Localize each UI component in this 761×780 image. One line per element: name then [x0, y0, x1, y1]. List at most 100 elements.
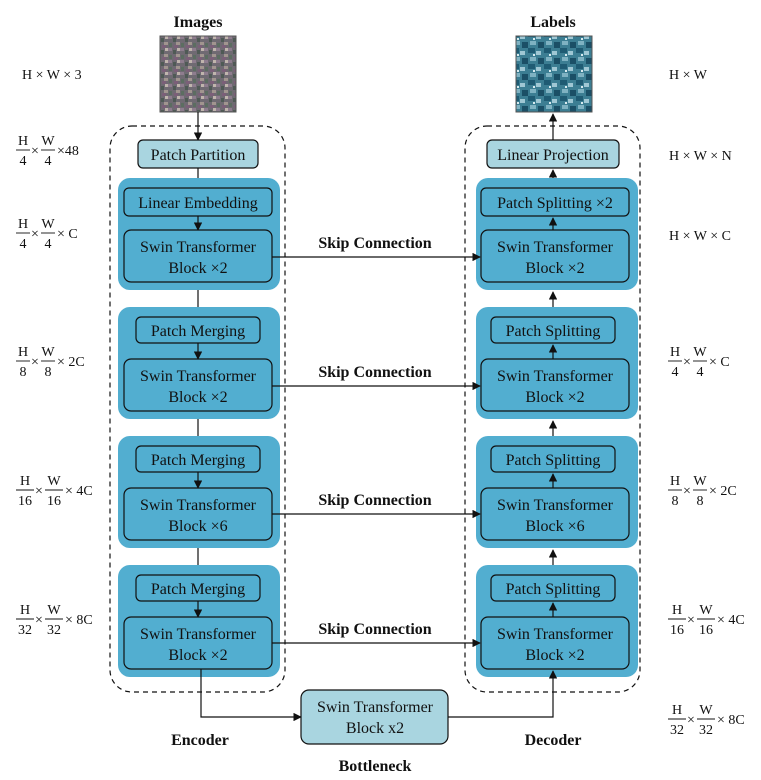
linear-embedding-label: Linear Embedding: [138, 195, 258, 212]
left-dim-2: H 4 × W 4 × C: [16, 217, 78, 252]
linear-projection-box: [486, 139, 620, 169]
right-dim-6-hd: 32: [670, 723, 684, 738]
decoder-swin-4-line2: Block ×2: [525, 647, 584, 664]
skip-label-4: Skip Connection: [318, 621, 431, 638]
patch-merging-label-3: Patch Merging: [151, 581, 245, 598]
bottleneck-line1: Swin Transformer: [317, 699, 434, 716]
patch-splitting-x2-box: [480, 187, 630, 217]
patch-partition-label: Patch Partition: [151, 147, 246, 164]
decoder-swin-2-line2: Block ×2: [525, 389, 584, 406]
decoder-swin-3-line2: Block ×6: [525, 518, 584, 535]
bottleneck-line2: Block x2: [346, 720, 404, 737]
decoder-swin-4-line1: Swin Transformer: [497, 626, 614, 643]
svg-text:×: ×: [35, 613, 43, 628]
left-dim-4-wd: 16: [47, 494, 61, 509]
decoder-swin-3-line1: Swin Transformer: [497, 497, 614, 514]
right-dim-6-tail: × 8C: [717, 713, 745, 728]
decoder-swin-2-line1: Swin Transformer: [497, 368, 614, 385]
left-dim-3-wd: 8: [45, 365, 52, 380]
right-dim-4-tail: × 2C: [709, 484, 737, 499]
left-dim-2-h: H: [18, 217, 28, 232]
left-dim-2-wd: 4: [45, 237, 52, 252]
left-dim-4: H 16 × W 16 × 4C: [16, 474, 93, 509]
right-dim-3-wd: 4: [697, 365, 704, 380]
right-dim-6-h: H: [672, 703, 682, 718]
right-dim-2: H × W × C: [669, 229, 731, 244]
right-dim-5-tail: × 4C: [717, 613, 745, 628]
decoder-label: Decoder: [525, 732, 582, 749]
right-dim-3: H 4 × W 4 × C: [668, 345, 730, 380]
bottleneck-to-decoder-arrow: [448, 670, 558, 718]
encoder-swin-1-line2: Block ×2: [168, 260, 227, 277]
left-dim-1-wd: 4: [45, 154, 52, 169]
right-dim-6-w: W: [699, 703, 713, 718]
left-dim-5-tail: × 8C: [65, 613, 93, 628]
left-dim-1-h: H: [18, 134, 28, 149]
encoder-swin-1-line1: Swin Transformer: [140, 239, 257, 256]
left-dim-5-h: H: [20, 603, 30, 618]
svg-text:×: ×: [35, 484, 43, 499]
svg-text:×: ×: [687, 613, 695, 628]
right-dim-6: H 32 × W 32 × 8C: [668, 703, 745, 738]
left-dim-1-tail: ×48: [57, 144, 79, 159]
left-dim-4-h: H: [20, 474, 30, 489]
images-title: Images: [174, 14, 223, 31]
right-dim-5: H 16 × W 16 × 4C: [668, 603, 745, 638]
svg-text:×: ×: [683, 484, 691, 499]
patch-splitting-x2-label: Patch Splitting ×2: [497, 195, 613, 212]
left-dim-1-hd: 4: [20, 154, 27, 169]
left-dim-4-tail: × 4C: [65, 484, 93, 499]
right-dim-3-hd: 4: [672, 365, 679, 380]
patch-splitting-label-2: Patch Splitting: [506, 452, 601, 469]
patch-splitting-box-1: [490, 316, 616, 344]
patch-splitting-box-3: [490, 574, 616, 602]
encoder-swin-block-2: [123, 358, 273, 412]
encoder-swin-4-line2: Block ×2: [168, 647, 227, 664]
left-dim-5-wd: 32: [47, 623, 61, 638]
linear-projection-label: Linear Projection: [497, 147, 609, 164]
right-dim-3-tail: × C: [709, 355, 730, 370]
patch-splitting-box-2: [490, 445, 616, 473]
left-dim-3-tail: × 2C: [57, 355, 85, 370]
input-image: [159, 35, 237, 113]
encoder-swin-3-line1: Swin Transformer: [140, 497, 257, 514]
decoder-swin-block-3: [480, 487, 630, 541]
right-dim-4: H 8 × W 8 × 2C: [668, 474, 737, 509]
decoder-swin-1-line1: Swin Transformer: [497, 239, 614, 256]
right-dim-6-wd: 32: [699, 723, 713, 738]
left-dim-4-w: W: [47, 474, 61, 489]
patch-splitting-label-1: Patch Splitting: [506, 323, 601, 340]
label-image: [515, 35, 593, 113]
patch-merging-label-2: Patch Merging: [151, 452, 245, 469]
svg-text:×: ×: [31, 144, 39, 159]
decoder-swin-block-4: [480, 616, 630, 670]
decoder-swin-block-1: [480, 229, 630, 283]
right-dim-3-w: W: [693, 345, 707, 360]
left-dim-input: H × W × 3: [22, 68, 82, 83]
left-dim-3: H 8 × W 8 × 2C: [16, 345, 85, 380]
labels-title: Labels: [530, 14, 575, 31]
skip-label-2: Skip Connection: [318, 364, 431, 381]
right-dim-5-hd: 16: [670, 623, 684, 638]
right-dim-4-w: W: [693, 474, 707, 489]
encoder-swin-2-line1: Swin Transformer: [140, 368, 257, 385]
bottleneck-label: Bottleneck: [339, 758, 412, 775]
right-dim-5-wd: 16: [699, 623, 713, 638]
left-dim-4-hd: 16: [18, 494, 32, 509]
left-dim-3-w: W: [41, 345, 55, 360]
encoder-to-bottleneck-arrow: [200, 669, 302, 722]
left-dim-2-w: W: [41, 217, 55, 232]
encoder-swin-block-1: [123, 229, 273, 283]
right-dim-5-h: H: [672, 603, 682, 618]
encoder-label: Encoder: [171, 732, 229, 749]
left-dim-1: H 4 × W 4 ×48: [16, 134, 79, 169]
svg-text:×: ×: [31, 227, 39, 242]
left-dim-3-hd: 8: [20, 365, 27, 380]
patch-splitting-label-3: Patch Splitting: [506, 581, 601, 598]
left-dim-5-hd: 32: [18, 623, 32, 638]
skip-label-3: Skip Connection: [318, 492, 431, 509]
left-dim-5: H 32 × W 32 × 8C: [16, 603, 93, 638]
left-dim-3-h: H: [18, 345, 28, 360]
encoder-swin-4-line1: Swin Transformer: [140, 626, 257, 643]
